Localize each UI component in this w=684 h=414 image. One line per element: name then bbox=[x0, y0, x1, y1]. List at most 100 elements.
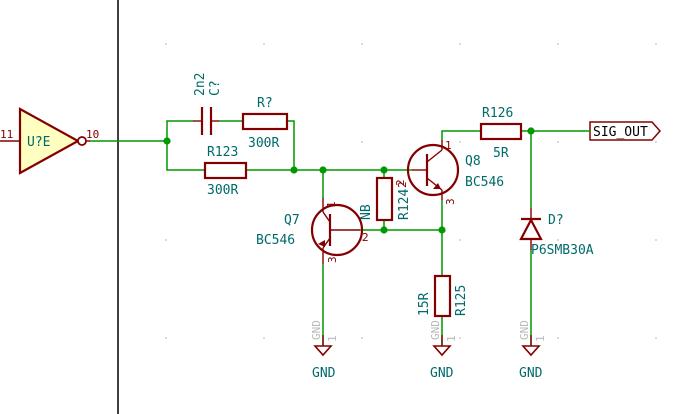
diode-d[interactable]: D? P6SMB30A bbox=[519, 208, 594, 258]
grid-dot bbox=[361, 43, 363, 45]
capacitor-c[interactable]: 2n2 C? bbox=[193, 73, 223, 135]
grid-dot bbox=[655, 239, 657, 241]
junctions bbox=[163, 127, 535, 234]
grid-dot bbox=[557, 141, 559, 143]
transistor-ref: Q8 bbox=[465, 154, 481, 169]
background-grid bbox=[165, 43, 657, 339]
grid-dot bbox=[263, 43, 265, 45]
grid-dot bbox=[459, 141, 461, 143]
label-frame bbox=[589, 121, 662, 141]
pin-number: 3 bbox=[444, 198, 457, 205]
buffer-triangle bbox=[18, 107, 81, 175]
resistor-ref: R123 bbox=[207, 145, 238, 160]
grid-dot bbox=[263, 141, 265, 143]
resistor-body bbox=[375, 176, 394, 222]
junction-dot bbox=[163, 137, 171, 145]
pin-number: 1 bbox=[445, 139, 452, 152]
net-label-sig-out[interactable]: SIG_OUT bbox=[581, 121, 662, 141]
pin-number: 2 bbox=[396, 181, 409, 188]
grid-dot bbox=[655, 141, 657, 143]
grid-dot bbox=[557, 43, 559, 45]
resistor-r124[interactable]: NB R124 2 bbox=[359, 176, 412, 222]
gnd-pin-name: GND bbox=[518, 320, 531, 340]
wire-r-top-out bbox=[286, 120, 295, 171]
pin-number: 2 bbox=[394, 179, 407, 186]
grid-dot bbox=[361, 239, 363, 241]
pin-number: 1 bbox=[325, 201, 338, 208]
grid-dot bbox=[263, 239, 265, 241]
resistor-r-top[interactable]: R? 300R bbox=[241, 96, 289, 151]
gnd-symbol[interactable]: GND 1 GND bbox=[429, 320, 458, 381]
resistor-value: 5R bbox=[493, 146, 509, 161]
diode-triangle bbox=[519, 217, 543, 241]
grid-dot bbox=[655, 337, 657, 339]
pin-number: 2 bbox=[362, 231, 369, 244]
resistor-r125[interactable]: 15R R125 bbox=[417, 274, 469, 318]
emitter-arrow bbox=[318, 240, 325, 247]
grid-dot bbox=[165, 239, 167, 241]
transistor-body bbox=[406, 143, 460, 197]
pin-number: 3 bbox=[326, 256, 339, 263]
wire-q8-collector bbox=[441, 130, 482, 141]
pin-number: 11 bbox=[0, 128, 13, 141]
transistor-value: BC546 bbox=[256, 233, 295, 248]
gnd-pin-name: GND bbox=[310, 320, 323, 340]
junction-dot bbox=[527, 127, 535, 135]
resistor-ref: R126 bbox=[482, 106, 513, 121]
resistor-value: 300R bbox=[207, 183, 238, 198]
transistor-q8[interactable]: 1 2 3 Q8 BC546 bbox=[396, 139, 504, 205]
gnd-label: GND bbox=[430, 366, 454, 381]
resistor-body bbox=[479, 122, 523, 141]
gnd-triangle bbox=[432, 345, 452, 357]
junction-dot bbox=[380, 166, 388, 174]
grid-dot bbox=[361, 141, 363, 143]
junction-dot bbox=[290, 166, 298, 174]
grid-dot bbox=[459, 239, 461, 241]
capacitor-ref: C? bbox=[208, 80, 223, 96]
resistor-ref: R124 bbox=[397, 189, 412, 220]
grid-dot bbox=[557, 239, 559, 241]
grid-dot bbox=[459, 337, 461, 339]
grid-dot bbox=[361, 337, 363, 339]
gnd-triangle bbox=[313, 345, 333, 357]
resistor-body bbox=[241, 112, 289, 131]
gnd-pin-number: 1 bbox=[326, 335, 339, 342]
junction-dot bbox=[319, 166, 327, 174]
gnd-label: GND bbox=[312, 366, 336, 381]
pin-number: 10 bbox=[86, 128, 99, 141]
transistor-ref: Q7 bbox=[284, 213, 300, 228]
gnd-pin-number: 1 bbox=[534, 335, 547, 342]
buffer-u-e[interactable]: U?E 11 10 bbox=[0, 107, 99, 175]
resistor-r126[interactable]: R126 5R bbox=[479, 106, 523, 161]
junction-dot bbox=[380, 226, 388, 234]
resistor-body bbox=[433, 274, 452, 318]
resistor-r123[interactable]: R123 300R bbox=[203, 145, 248, 198]
gnd-pin-name: GND bbox=[429, 320, 442, 340]
grid-dot bbox=[165, 337, 167, 339]
gnd-symbol[interactable]: GND 1 GND bbox=[518, 320, 547, 381]
transistor-value: BC546 bbox=[465, 175, 504, 190]
transistor-q7[interactable]: 1 2 3 Q7 BC546 bbox=[256, 198, 369, 264]
resistor-value: NB bbox=[359, 204, 374, 220]
resistor-ref: R? bbox=[257, 96, 273, 111]
resistor-value: 300R bbox=[248, 136, 279, 151]
gnd-symbol[interactable]: GND 1 GND bbox=[310, 320, 339, 381]
buffer-ref: U?E bbox=[27, 135, 50, 150]
wires bbox=[89, 120, 583, 346]
resistor-body bbox=[203, 161, 248, 180]
collector-lead bbox=[322, 211, 331, 223]
grid-dot bbox=[557, 337, 559, 339]
resistor-ref: R125 bbox=[454, 285, 469, 316]
junction-dot bbox=[438, 226, 446, 234]
grid-dot bbox=[655, 43, 657, 45]
transistor-body bbox=[310, 203, 364, 257]
grid-dot bbox=[165, 43, 167, 45]
capacitor-value: 2n2 bbox=[193, 73, 208, 96]
inverter-bubble bbox=[77, 136, 87, 146]
gnd-label: GND bbox=[519, 366, 543, 381]
diode-value: P6SMB30A bbox=[531, 243, 594, 258]
emitter-arrow bbox=[433, 183, 441, 189]
net-label-text: SIG_OUT bbox=[593, 125, 648, 140]
resistor-value: 15R bbox=[417, 292, 432, 316]
